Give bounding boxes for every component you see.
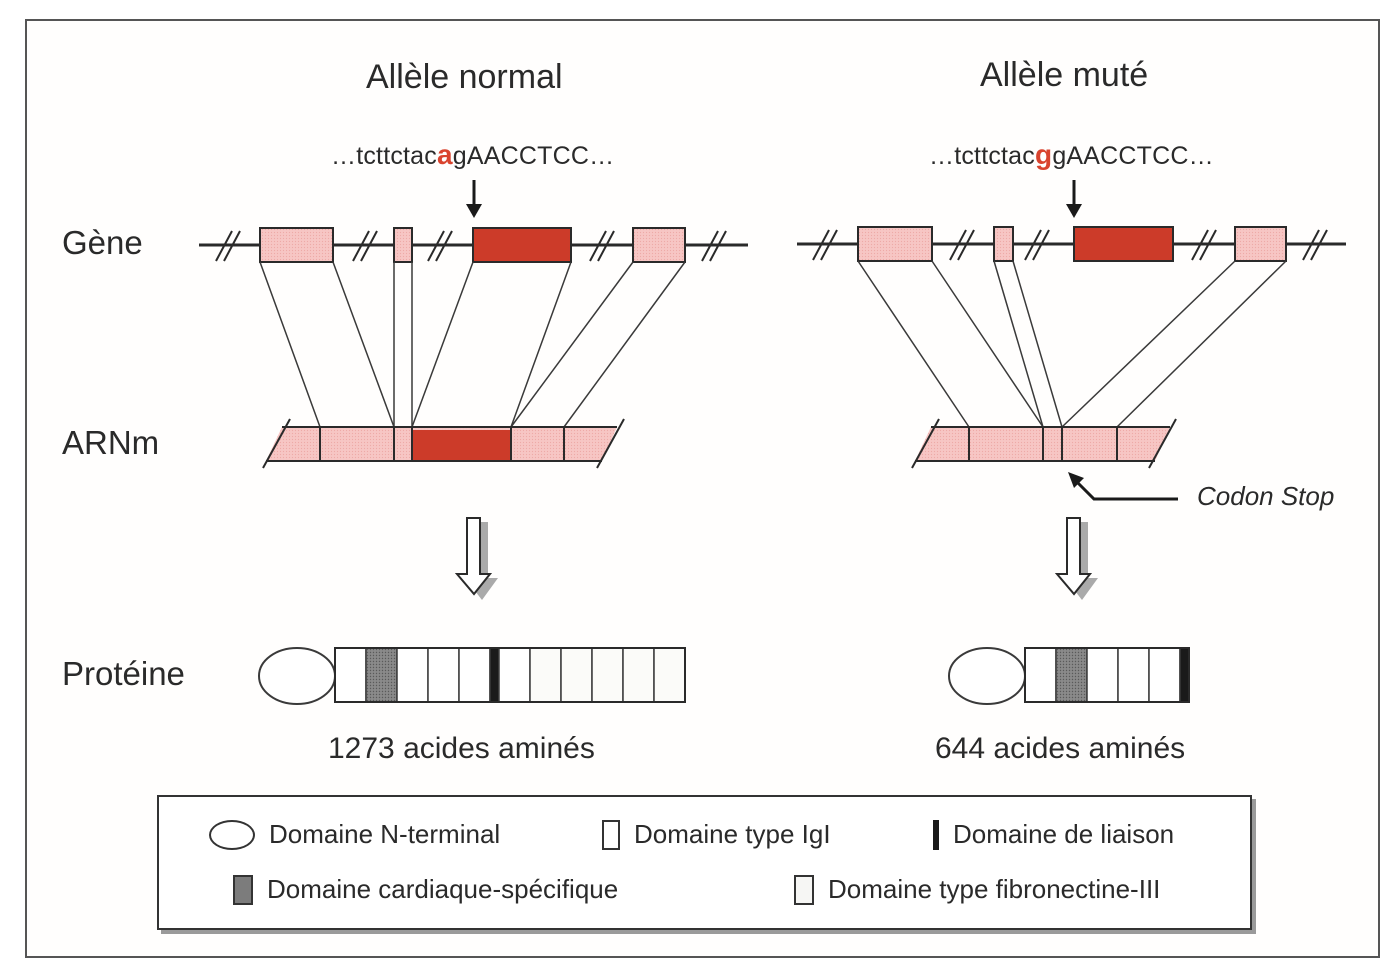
codon-stop-label: Codon Stop: [1197, 481, 1335, 511]
row-label-mrna: ARNm: [62, 424, 160, 461]
mutant-domain-cardiac: [1055, 647, 1088, 703]
mutant-n-terminal-domain: [948, 647, 1026, 705]
normal-exon-2: [393, 227, 413, 263]
normal-domain-igl: [396, 647, 429, 703]
mutant-mutation-base: g: [1035, 139, 1053, 170]
mutant-protein: [948, 647, 1190, 705]
normal-exon-4: [632, 227, 686, 263]
mutant-sequence: …tcttctacggAACCTCC…: [929, 139, 1214, 171]
white-rect-icon: [602, 819, 620, 850]
legend: Domaine N-terminal Domaine type IgI Doma…: [157, 795, 1252, 930]
gray-rect-icon: [233, 874, 253, 905]
legend-item-linker: Domaine de liaison: [933, 819, 1174, 850]
normal-domain-fn3: [622, 647, 655, 703]
mutant-splice-lines: [857, 260, 1287, 428]
mutant-domain-igl: [1117, 647, 1150, 703]
normal-mrna-mutated-segment: [412, 430, 511, 461]
normal-n-terminal-domain: [258, 647, 336, 705]
mutant-seq-prefix: …tcttctac: [929, 142, 1035, 170]
legend-item-fn3: Domaine type fibronectine-III: [794, 874, 1160, 905]
codon-stop-arrow-line: [1073, 478, 1178, 501]
legend-item-cardiac: Domaine cardiaque-spécifique: [233, 874, 618, 905]
mutant-domain-linker: [1179, 647, 1190, 703]
mutant-exon-1: [857, 226, 933, 262]
mutant-protein-outline: [1024, 647, 1190, 703]
normal-domain-fn3: [653, 647, 686, 703]
legend-item-n-terminal: Domaine N-terminal: [209, 819, 500, 850]
legend-label: Domaine N-terminal: [269, 819, 501, 849]
normal-domain-fn3: [560, 647, 593, 703]
legend-label: Domaine type IgI: [634, 819, 831, 849]
legend-label: Domaine type fibronectine-III: [828, 874, 1161, 904]
normal-translation-arrow-icon: [454, 517, 498, 600]
normal-domain-igl: [498, 647, 531, 703]
normal-domain-linker: [489, 647, 500, 703]
normal-mutation-arrow-icon: [466, 204, 482, 218]
normal-protein-outline: [334, 647, 686, 703]
normal-mutation-base: a: [437, 139, 453, 170]
normal-domain-cardiac: [365, 647, 398, 703]
codon-stop-arrow-icon: [1068, 472, 1084, 488]
mutant-exon-2: [993, 226, 1014, 262]
normal-splice-lines: [259, 261, 686, 428]
mutant-translation-arrow-icon: [1054, 517, 1098, 600]
normal-seq-suffix: gAACCTCC…: [452, 142, 615, 170]
normal-protein-length: 1273 acides aminés: [328, 732, 595, 765]
normal-sequence: …tcttctacagAACCTCC…: [331, 139, 614, 171]
mutant-domain-igl: [1148, 647, 1181, 703]
normal-gene-breaks: [215, 230, 727, 262]
normal-domain-igl: [427, 647, 460, 703]
normal-domain-fn3: [591, 647, 624, 703]
mutant-allele-title: Allèle muté: [980, 56, 1149, 94]
oval-icon: [209, 819, 255, 850]
normal-exon-3-mutated: [472, 227, 572, 263]
row-label-gene: Gène: [62, 224, 143, 261]
normal-mrna: [262, 418, 625, 469]
light-rect-icon: [794, 874, 814, 905]
mutant-domain-igl: [1024, 647, 1057, 703]
normal-domain-igl: [458, 647, 491, 703]
mutant-gene-breaks: [812, 229, 1328, 261]
legend-label: Domaine de liaison: [953, 819, 1175, 849]
mutant-domain-igl: [1086, 647, 1119, 703]
normal-allele-title: Allèle normal: [366, 58, 563, 96]
mutant-mutation-arrow-icon: [1066, 204, 1082, 218]
legend-label: Domaine cardiaque-spécifique: [267, 874, 619, 904]
normal-protein: [258, 647, 686, 705]
mutant-mrna: [911, 418, 1178, 501]
mutant-gene: [797, 180, 1346, 262]
normal-domain-igl: [334, 647, 367, 703]
mutant-exon-3-skipped: [1073, 226, 1174, 262]
black-bar-icon: [933, 819, 939, 850]
mutant-exon-4: [1234, 226, 1287, 262]
row-label-protein: Protéine: [62, 655, 185, 692]
normal-exon-1: [259, 227, 334, 263]
normal-domain-fn3: [529, 647, 562, 703]
normal-gene: [199, 180, 748, 263]
legend-item-igl: Domaine type IgI: [602, 819, 831, 850]
mutant-protein-length: 644 acides aminés: [935, 732, 1186, 765]
normal-seq-prefix: …tcttctac: [331, 142, 437, 170]
mutant-seq-suffix: gAACCTCC…: [1052, 142, 1214, 170]
